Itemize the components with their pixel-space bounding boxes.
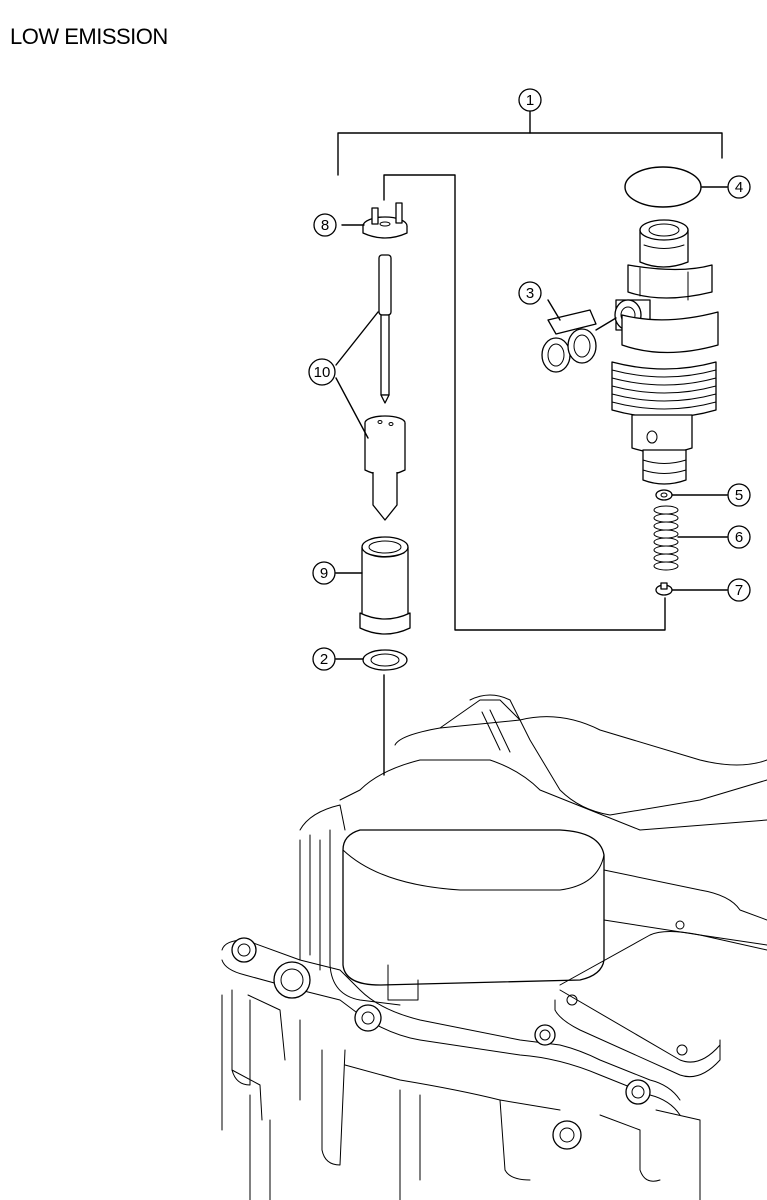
callout-3-label: 3 [526, 285, 534, 302]
clip-part [541, 299, 617, 373]
o-ring-part [624, 166, 728, 208]
nut-sleeve-part [335, 536, 411, 635]
callout-5: 5 [727, 483, 751, 507]
gasket-ring-part [335, 649, 408, 671]
spring-seat-part [655, 582, 728, 596]
callout-9: 9 [312, 561, 336, 585]
needle-nozzle-part [335, 254, 406, 521]
callout-6: 6 [727, 525, 751, 549]
washer-part [655, 489, 728, 501]
callout-5-label: 5 [735, 487, 743, 504]
callout-8-label: 8 [321, 217, 329, 234]
callout-4-label: 4 [735, 179, 743, 196]
callout-7-label: 7 [735, 582, 743, 599]
callout-1-label: 1 [526, 92, 534, 109]
engine-head-outline [221, 694, 767, 1200]
callout-2: 2 [312, 647, 336, 671]
spring-part [653, 505, 728, 571]
callout-1: 1 [518, 88, 542, 112]
callout-6-label: 6 [735, 529, 743, 546]
callout-8: 8 [313, 213, 337, 237]
page-title: LOW EMISSION [10, 24, 168, 49]
pin-plate-part [341, 202, 408, 239]
callout-9-label: 9 [320, 565, 328, 582]
callout-10-label: 10 [314, 364, 331, 381]
callout-3: 3 [518, 281, 542, 305]
callout-4: 4 [727, 175, 751, 199]
injector-body-part [611, 219, 719, 485]
callout-7: 7 [727, 578, 751, 602]
callout-2-label: 2 [320, 651, 328, 668]
callout-10: 10 [308, 358, 336, 386]
assembly-bracket [337, 109, 723, 776]
